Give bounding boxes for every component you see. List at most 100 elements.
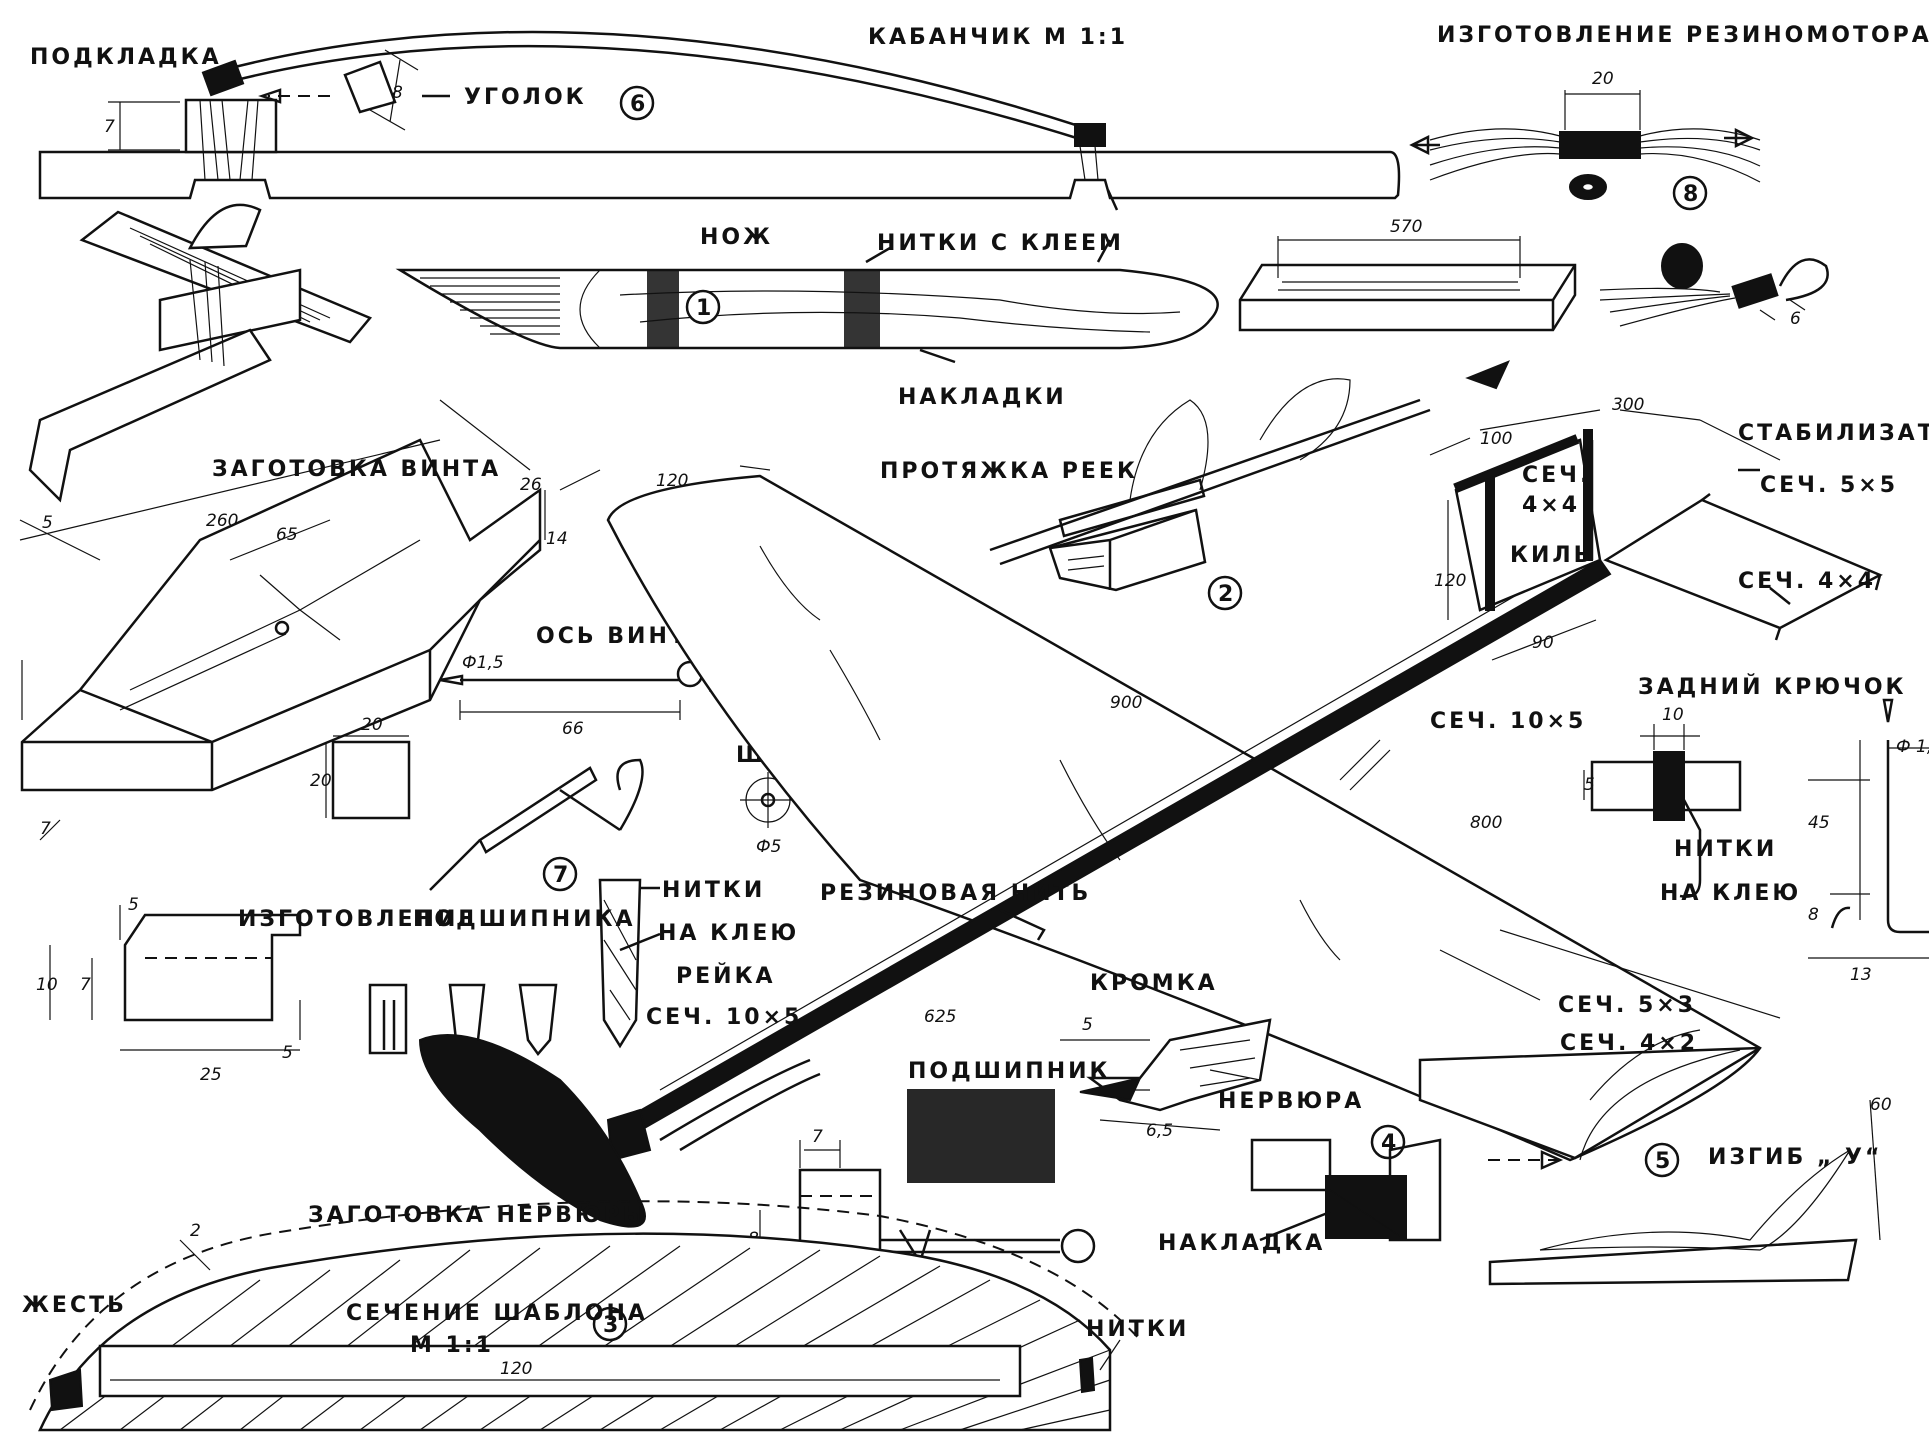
on-glue-label: НА КЛЕЮ: [658, 921, 799, 946]
threads-a-label: НИТКИ: [662, 878, 765, 903]
knife-title: НОЖ: [700, 225, 773, 250]
dim-90: 90: [1532, 633, 1554, 653]
rear-hook-glue-label: НА КЛЕЮ: [1660, 881, 1801, 906]
dim-120-rib: 120: [500, 1359, 532, 1379]
dim-10-bearing: 10: [36, 975, 58, 995]
sech-5x5-label: СЕЧ. 5×5: [1760, 473, 1898, 498]
dim-7-podsh: 7: [812, 1127, 823, 1147]
dim-66: 66: [562, 719, 584, 739]
dim-5-knife: 5: [42, 513, 53, 533]
dim-625: 625: [924, 1007, 956, 1027]
knife-drawing: [395, 239, 1219, 364]
sech-10x5-rail-label: СЕЧ. 10×5: [646, 1005, 802, 1030]
strip-pulling-label: ПРОТЯЖКА РЕЕК: [880, 459, 1138, 484]
dim-5-washer: Ф5: [756, 837, 781, 857]
kabanchik-title: КАБАНЧИК М 1:1: [868, 25, 1128, 50]
dim-900: 900: [1110, 693, 1142, 713]
marker-2: 2: [1218, 582, 1233, 607]
dim-5-bearing-b: 5: [282, 1043, 293, 1063]
dim-570: 570: [1390, 217, 1422, 237]
dim-6-5: 6,5: [1146, 1121, 1173, 1141]
sech-4x4-a-label: СЕЧ.: [1522, 463, 1591, 488]
fin-label: КИЛЬ: [1510, 543, 1593, 568]
sech-4x4-stab-label: СЕЧ. 4×4: [1738, 569, 1876, 594]
propeller: [418, 1034, 646, 1228]
podkladka-label: ПОДКЛАДКА: [30, 45, 222, 70]
propeller-blank: [19, 399, 546, 841]
nervyura-label: НЕРВЮРА: [1218, 1089, 1364, 1114]
marker-7: 7: [553, 863, 568, 888]
tail-unit: [1429, 409, 1883, 661]
dim-6-loop: 6: [1790, 309, 1801, 329]
izgotovlenie-label: ИЗГОТОВЛЕНИЕ: [238, 907, 476, 932]
tin-label: ЖЕСТЬ: [22, 1293, 127, 1318]
marker-8: 8: [1683, 182, 1698, 207]
leading-edge-joint: [1060, 1018, 1272, 1131]
bearing-making: [49, 758, 661, 1057]
rubber-motor-title: ИЗГОТОВЛЕНИЕ РЕЗИНОМОТОРА: [1437, 23, 1929, 48]
dim-8-hook: 8: [1808, 905, 1819, 925]
dim-20-square-h: 20: [310, 771, 332, 791]
threads-c-label: НИТКИ: [1086, 1317, 1189, 1342]
dim-65: 65: [276, 525, 298, 545]
rubber-motor-assembly: [1238, 90, 1829, 332]
marker-4: 4: [1381, 1131, 1396, 1156]
bearing-label: ПОДШИПНИК: [908, 1059, 1111, 1084]
kabanchik-jig: [38, 30, 1401, 211]
dim-10-hook: 10: [1662, 705, 1684, 725]
rear-hook-title: ЗАДНИЙ КРЮЧОК: [1638, 674, 1907, 700]
podshipnika-label: ПОДШИПНИКА: [413, 907, 636, 932]
dim-7-block: 7: [40, 819, 51, 839]
marker-3: 3: [603, 1313, 618, 1338]
nakladka-label: НАКЛАДКА: [1158, 1231, 1325, 1256]
dim-7-podkladka: 7: [104, 117, 115, 137]
propeller-bending-jig: [19, 203, 373, 561]
dim-20-square-w: 20: [361, 715, 383, 735]
sech-4x4-b-label: 4×4: [1522, 493, 1580, 518]
dim-260: 260: [206, 511, 238, 531]
sech-4x2-label: СЕЧ. 4×2: [1560, 1031, 1698, 1056]
rear-hook-threads-label: НИТКИ: [1674, 837, 1777, 862]
overlays-label: НАКЛАДКИ: [898, 385, 1067, 410]
dim-13: 13: [1850, 965, 1872, 985]
scale-label: М 1:1: [410, 1333, 494, 1358]
marker-6: 6: [630, 92, 645, 117]
dim-1-5-hook: Ф 1,5: [1896, 737, 1929, 757]
dim-5-hook: 5: [1584, 775, 1595, 795]
dim-120-fin: 120: [1434, 571, 1466, 591]
propeller-axle: [325, 660, 796, 828]
dim-14: 14: [546, 529, 568, 549]
strip-pulling: [989, 360, 1510, 611]
rear-hook: [1583, 698, 1929, 959]
dim-45: 45: [1808, 813, 1830, 833]
marker-5: 5: [1655, 1149, 1670, 1174]
dim-5-kromka: 5: [1082, 1015, 1093, 1035]
propeller-blank-title: ЗАГОТОВКА ВИНТА: [212, 457, 501, 482]
sech-5x3-label: СЕЧ. 5×3: [1558, 993, 1696, 1018]
stabilizer-label: СТАБИЛИЗАТОР: [1738, 421, 1929, 446]
dim-60: 60: [1870, 1095, 1892, 1115]
rubber-thread-label: РЕЗИНОВАЯ НИТЬ: [820, 881, 1091, 906]
dim-1-5-axle: Ф1,5: [462, 653, 504, 673]
dim-7-bearing: 7: [80, 975, 91, 995]
kromka-label: КРОМКА: [1090, 971, 1218, 996]
dim-120-wing: 120: [656, 471, 688, 491]
marker-1: 1: [696, 296, 711, 321]
reika-label: РЕЙКА: [676, 963, 776, 989]
dim-26: 26: [520, 475, 542, 495]
dim-100: 100: [1480, 429, 1512, 449]
dim-300: 300: [1612, 395, 1644, 415]
dim-20-rubber: 20: [1592, 69, 1614, 89]
template-section-label: СЕЧЕНИЕ ШАБЛОНА: [346, 1301, 648, 1326]
threads-glue-label: НИТКИ С КЛЕЕМ: [877, 231, 1124, 256]
rib-blank-title: ЗАГОТОВКА НЕРВЮРЫ: [308, 1203, 649, 1228]
rib-template: [29, 1200, 1141, 1432]
rib-bending: [1488, 1099, 1881, 1286]
ugolok-label: УГОЛОК: [464, 85, 587, 110]
dim-2-rib: 2: [190, 1221, 201, 1241]
dim-5-bearing: 5: [128, 895, 139, 915]
sech-10x5-label: СЕЧ. 10×5: [1430, 709, 1586, 734]
bend-y-label: ИЗГИБ „ У“: [1708, 1145, 1882, 1170]
overlay-joint: [1250, 1124, 1564, 1242]
